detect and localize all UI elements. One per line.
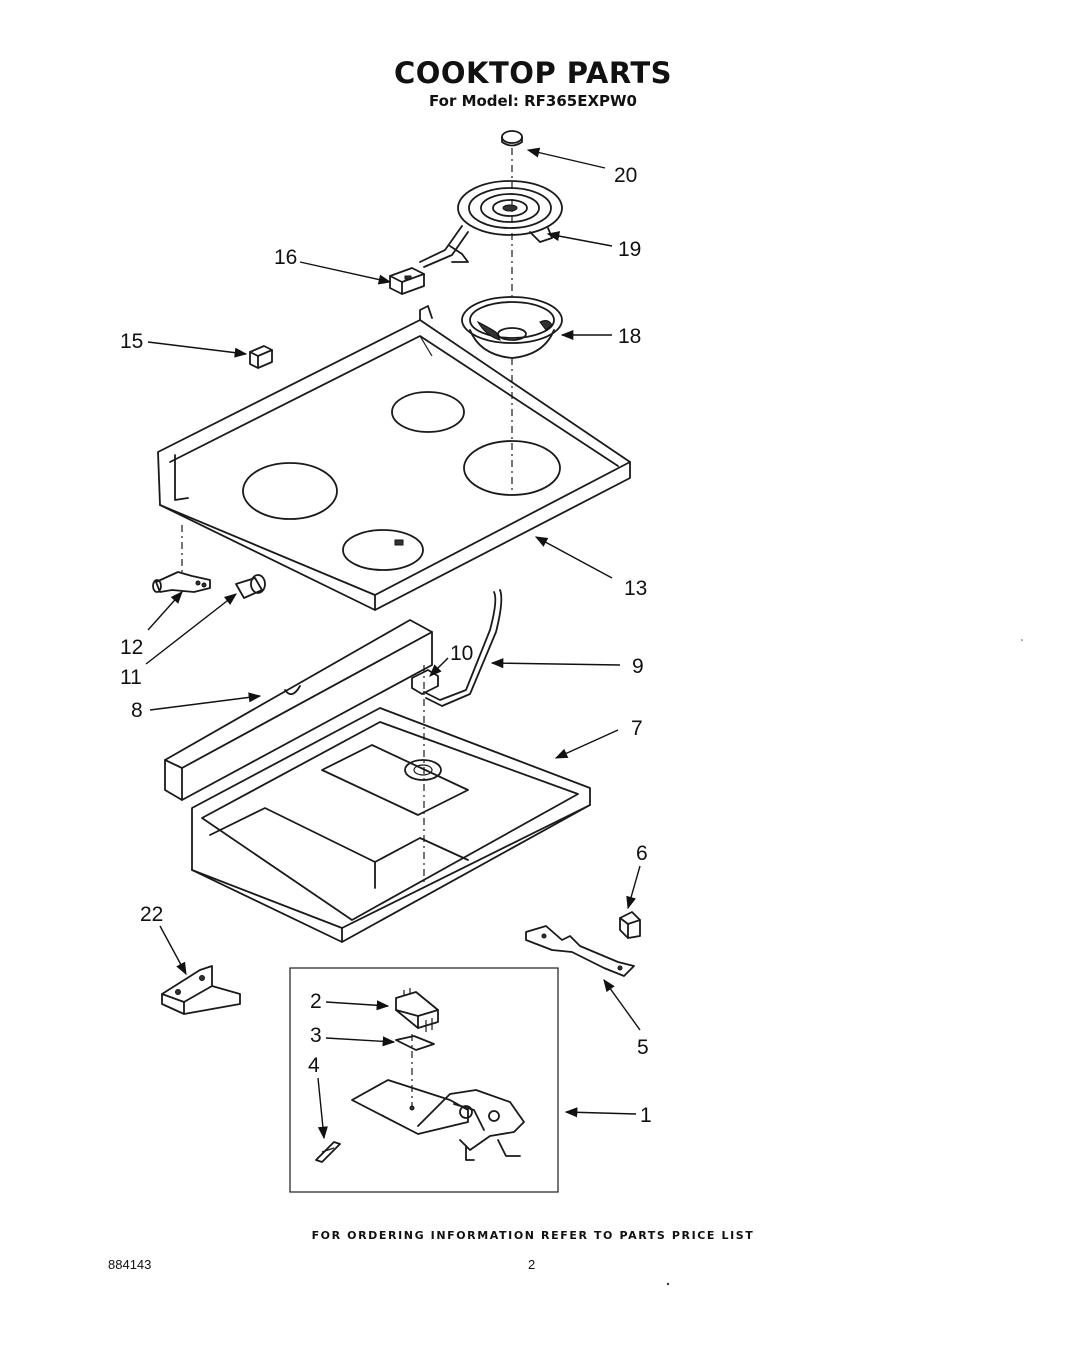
part-2-switch (395, 988, 439, 1032)
callout-8: 8 (131, 699, 143, 722)
callout-13: 13 (624, 577, 647, 600)
callout-16: 16 (274, 246, 297, 269)
callout-11: 11 (120, 666, 142, 689)
callout-9: 9 (632, 655, 644, 678)
part-8-front-trim (164, 619, 433, 801)
page-number: 2 (528, 1257, 536, 1272)
part-15-clip (249, 345, 273, 369)
part-13-main-top (157, 305, 631, 611)
part-11-bushing (235, 574, 266, 599)
callout-12: 12 (120, 636, 143, 659)
callout-22: 22 (140, 903, 163, 926)
part-18-drip-bowl (461, 296, 563, 359)
page-title: COOKTOP PARTS (393, 56, 673, 90)
part-5-bracket (525, 925, 635, 977)
callout-2: 2 (310, 990, 322, 1013)
part-12-connector (152, 571, 211, 593)
control-assembly-box (289, 967, 559, 1193)
callout-3: 3 (310, 1024, 322, 1047)
part-22-mounting-bracket (161, 965, 241, 1015)
part-6-clip (619, 911, 641, 939)
part-9-support-rod (423, 589, 503, 707)
callout-4: 4 (308, 1054, 320, 1077)
part-19-surface-element (419, 180, 563, 268)
callout-19: 19 (618, 238, 641, 261)
part-3-insulator (395, 1035, 435, 1051)
callout-10: 10 (450, 642, 473, 665)
part-1-control-assembly (351, 1034, 525, 1161)
callout-15: 15 (120, 330, 143, 353)
model-subtitle: For Model: RF365EXPW0 (429, 92, 637, 110)
callout-20: 20 (614, 164, 637, 187)
callout-18: 18 (618, 325, 641, 348)
callout-1: 1 (640, 1104, 652, 1127)
callout-6: 6 (636, 842, 648, 865)
part-20-knob-cap (501, 130, 523, 147)
part-4-label (315, 1141, 341, 1163)
part-7-burner-box (191, 707, 591, 943)
callout-5: 5 (637, 1036, 649, 1059)
callout-leaders (145, 147, 641, 1140)
part-10-bracket (411, 669, 439, 695)
document-number: 884143 (108, 1257, 152, 1272)
callout-7: 7 (631, 717, 643, 740)
ordering-info-note: FOR ORDERING INFORMATION REFER TO PARTS … (311, 1229, 755, 1242)
part-16-terminal-block (389, 267, 425, 295)
